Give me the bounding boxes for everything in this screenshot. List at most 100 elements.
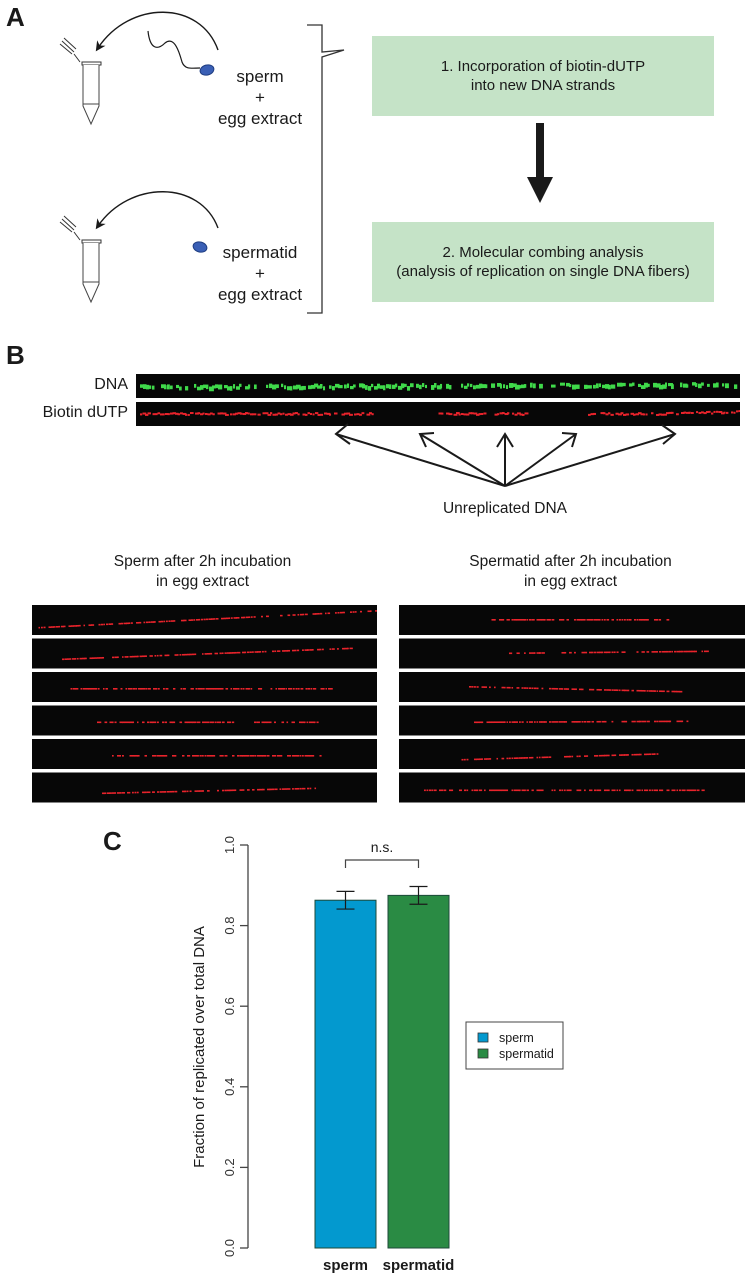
- dna-signal-dot: [656, 383, 661, 388]
- fiber-signal-dot: [183, 688, 186, 690]
- fiber-signal-dot: [127, 791, 131, 794]
- fiber-signal-dot: [211, 618, 214, 620]
- fiber-signal-dot: [305, 688, 308, 690]
- fiber-signal-dot: [317, 648, 320, 651]
- biotin-signal-dot: [615, 412, 619, 415]
- fiber-signal-dot: [464, 758, 466, 761]
- spermatid-fiber-gallery: [399, 605, 745, 803]
- fiber-signal-dot: [184, 721, 188, 724]
- fiber-signal-dot: [224, 652, 227, 654]
- biotin-signal-dot: [361, 412, 365, 415]
- fiber-signal-dot: [514, 789, 517, 792]
- biotin-signal-dot: [441, 412, 444, 415]
- biotin-signal-dot: [200, 413, 204, 416]
- fiber-signal-dot: [282, 788, 285, 790]
- biotin-signal: [140, 410, 740, 416]
- fiber-signal-dot: [666, 650, 669, 653]
- dna-signal-dot: [230, 386, 233, 391]
- fiber-signal-dot: [591, 720, 594, 723]
- biotin-signal-dot: [638, 412, 642, 415]
- fiber-signal-dot: [584, 651, 588, 654]
- fiber-signal-dot: [554, 687, 557, 690]
- dna-signal-dot: [227, 386, 231, 391]
- dna-signal-dot: [146, 384, 150, 390]
- fiber-signal-dot: [153, 621, 156, 623]
- fiber-signal-dot: [549, 756, 552, 758]
- fiber-signal-dot: [534, 687, 537, 690]
- fiber-signal-dot: [599, 619, 601, 621]
- biotin-signal-dot: [663, 413, 667, 416]
- dna-signal-dot: [332, 386, 335, 391]
- fiber-signal-dot: [312, 613, 316, 615]
- dna-signal-dot: [212, 385, 216, 389]
- fiber-signal-dot: [641, 619, 645, 621]
- fiber-signal-dot: [494, 789, 497, 792]
- fiber-signal-dot: [270, 688, 273, 690]
- fiber-signal-dot: [229, 721, 232, 724]
- fiber-signal-dot: [509, 686, 511, 689]
- biotin-signal-dot: [733, 411, 736, 414]
- fiber-signal-dot: [262, 650, 264, 653]
- fiber-signal-dot: [137, 721, 139, 724]
- fiber-signal-dot: [259, 651, 262, 653]
- fiber-signal-dot: [95, 688, 98, 690]
- fiber-signal-dot: [224, 755, 228, 757]
- fiber-signal-dot: [294, 788, 298, 790]
- fiber-signal-dot: [514, 721, 517, 723]
- biotin-signal-dot: [344, 412, 348, 415]
- dna-signal-dot: [476, 384, 481, 389]
- fiber-signal-dot: [569, 789, 572, 792]
- fiber-signal-dot: [149, 655, 153, 657]
- fiber-signal-dot: [222, 721, 225, 724]
- fiber-signal-dot: [174, 790, 178, 793]
- fiber-signal-dot: [219, 721, 222, 724]
- fiber-signal-dot: [119, 792, 122, 794]
- fiber-signal-dot: [144, 755, 148, 757]
- fiber-signal-dot: [601, 651, 604, 654]
- fiber-signal-dot: [619, 789, 621, 792]
- fiber-signal-dot: [531, 687, 534, 690]
- fiber-signal-dot: [634, 619, 636, 621]
- biotin-signal-dot: [721, 412, 725, 415]
- fiber-signal-dot: [73, 625, 77, 627]
- fiber-signal-dot: [601, 754, 605, 757]
- biotin-signal-dot: [691, 411, 694, 414]
- fiber-signal-dot: [499, 721, 502, 723]
- fiber-signal-dot: [347, 647, 349, 650]
- fiber-signal-dot: [549, 619, 551, 621]
- biotin-signal-dot: [262, 412, 266, 415]
- fiber-signal-dot: [636, 789, 640, 792]
- fiber-signal-dot: [561, 688, 564, 690]
- biotin-signal-dot: [280, 413, 283, 416]
- dna-signal-dot: [644, 382, 648, 388]
- fiber-signal-dot: [232, 652, 236, 654]
- fiber-signal-dot: [646, 720, 650, 723]
- biotin-signal-dot: [620, 412, 624, 415]
- biotin-signal-dot: [369, 412, 372, 415]
- biotin-signal-dot: [359, 413, 362, 416]
- fiber-signal-dot: [529, 652, 532, 654]
- fiber-signal-dot: [62, 658, 65, 661]
- biotin-signal-dot: [329, 413, 332, 416]
- fiber-signal-dot: [166, 620, 168, 623]
- fiber-signal-dot: [229, 789, 233, 792]
- fiber-signal-dot: [56, 626, 59, 628]
- fiber-signal-dot: [644, 789, 647, 792]
- biotin-signal-dot: [481, 413, 484, 416]
- fiber-signal-dot: [230, 688, 233, 690]
- fiber-signal-dot: [676, 789, 679, 792]
- fiber-signal-dot: [179, 654, 182, 656]
- bar-sperm: [314, 899, 377, 1249]
- fiber-signal-dot: [262, 788, 265, 791]
- fiber-signal-dot: [242, 755, 246, 757]
- biotin-signal-dot: [683, 411, 687, 414]
- biotin-signal-dot: [668, 411, 672, 414]
- fiber-signal-dot: [114, 792, 117, 794]
- fiber-signal-dot: [579, 619, 583, 621]
- fiber-signal-dot: [164, 654, 168, 657]
- fiber-image: [32, 772, 377, 803]
- fiber-signal-dot: [689, 650, 693, 653]
- fiber-signal-dot: [109, 721, 113, 724]
- fiber-signal-dot: [636, 720, 640, 723]
- biotin-signal-dot: [225, 413, 229, 416]
